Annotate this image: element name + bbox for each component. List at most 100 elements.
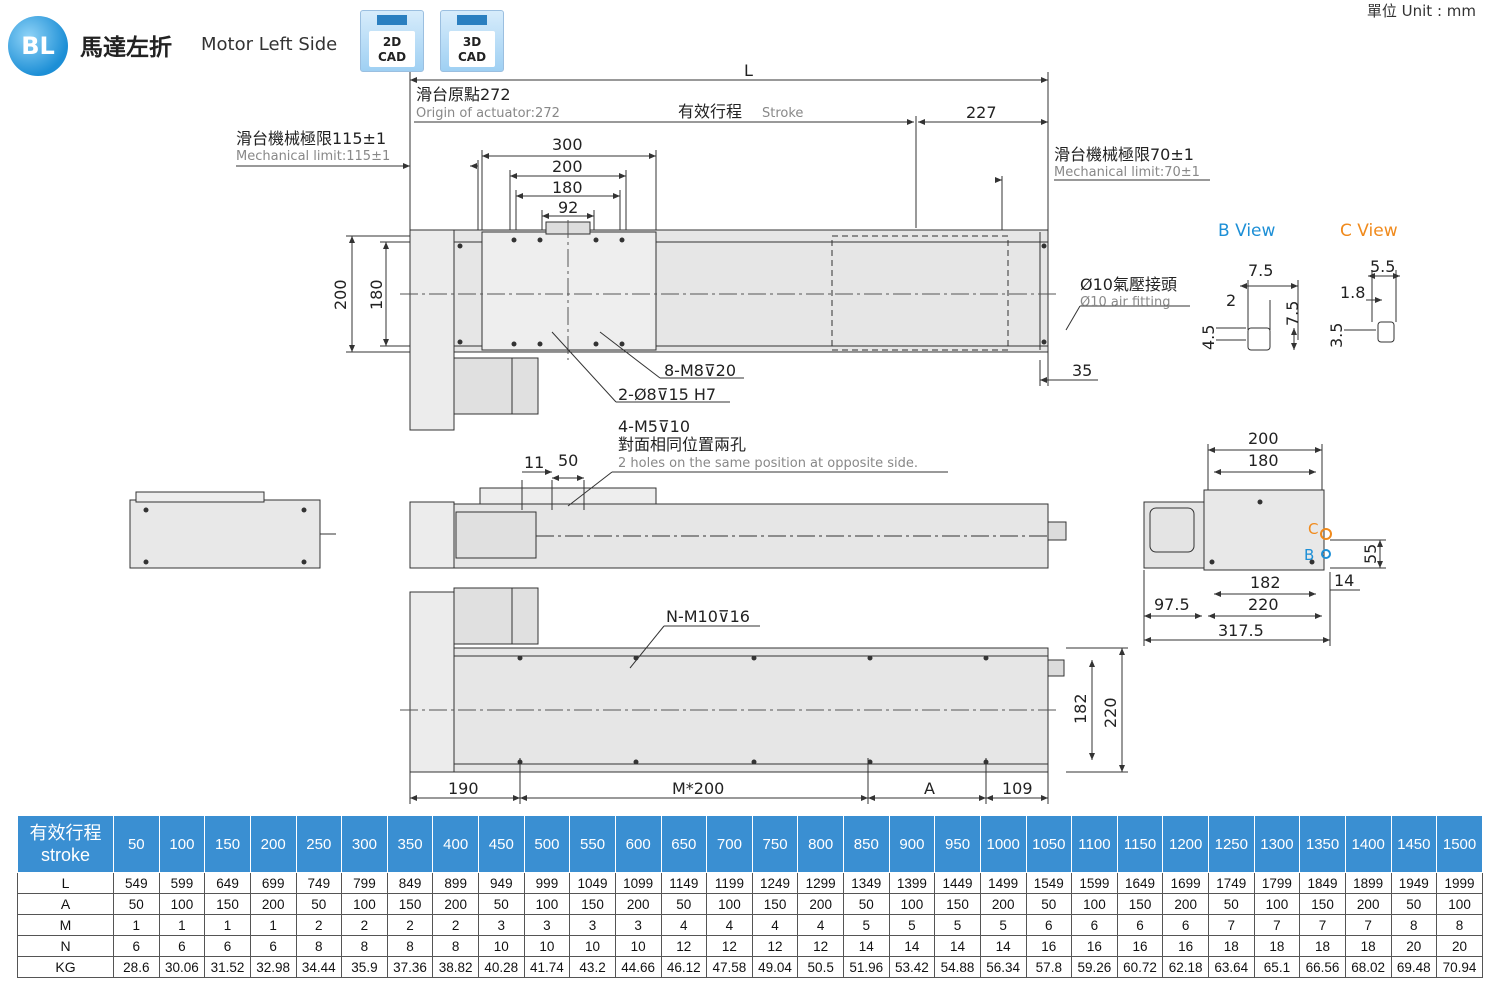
table-cell: 56.34: [979, 956, 1027, 978]
c-view-title: C View: [1340, 221, 1398, 241]
table-cell: 1849: [1299, 872, 1346, 894]
floppy-icon: [377, 15, 407, 25]
dim-h182: 182: [1071, 693, 1090, 724]
table-cell: 10: [569, 935, 616, 957]
table-cell: 14: [888, 935, 936, 957]
table-cell: 6: [1071, 914, 1118, 936]
cad-3d-label-1: 3D: [462, 35, 482, 49]
stroke-col-header: 500: [523, 815, 571, 873]
table-cell: 1: [249, 914, 297, 936]
table-cell: 5: [934, 914, 981, 936]
table-cell: 3: [569, 914, 616, 936]
table-cell: 150: [934, 893, 981, 915]
stroke-col-header: 100: [158, 815, 206, 873]
dim-227: 227: [966, 103, 997, 122]
table-cell: 100: [341, 893, 388, 915]
table-cell: 68.02: [1344, 956, 1392, 978]
table-cell: 18: [1344, 935, 1392, 957]
table-cell: 1649: [1116, 872, 1164, 894]
table-cell: 649: [204, 872, 251, 894]
table-cell: 8: [341, 935, 388, 957]
table-cell: 41.74: [523, 956, 571, 978]
table-cell: 200: [1344, 893, 1392, 915]
table-cell: 599: [158, 872, 206, 894]
table-cell: 5: [843, 914, 890, 936]
table-cell: 200: [249, 893, 297, 915]
mech-right-cn: 滑台機械極限70±1: [1054, 145, 1194, 164]
table-cell: 35.9: [341, 956, 388, 978]
table-cell: 14: [843, 935, 890, 957]
table-cell: 49.04: [751, 956, 799, 978]
table-cell: 8: [1390, 914, 1438, 936]
stroke-col-header: 50: [113, 815, 160, 873]
table-cell: 1599: [1071, 872, 1118, 894]
table-cell: 50: [1390, 893, 1438, 915]
dim-m200: M*200: [672, 779, 724, 798]
dim-109: 109: [1002, 779, 1033, 798]
end-view-right: [1203, 489, 1325, 571]
stroke-col-header: 350: [386, 815, 434, 873]
table-cell: 10: [614, 935, 662, 957]
table-cell: 1049: [569, 872, 616, 894]
stroke-col-header: 1400: [1344, 815, 1392, 873]
table-cell: 32.98: [249, 956, 297, 978]
table-cell: 8: [432, 935, 479, 957]
dim-35: 35: [1072, 361, 1092, 380]
mech-right-en: Mechanical limit:70±1: [1054, 165, 1200, 180]
stroke-col-header: 1100: [1071, 815, 1118, 873]
table-cell: 12: [751, 935, 799, 957]
table-cell: 5: [888, 914, 936, 936]
table-cell: 20: [1436, 935, 1483, 957]
table-cell: 57.8: [1025, 956, 1073, 978]
table-cell: 18: [1208, 935, 1255, 957]
technical-drawing: L 滑台原點272 Origin of actuator:272 有效行程 St…: [129, 61, 1400, 804]
table-cell: 200: [614, 893, 662, 915]
m5-note-cn: 對面相同位置兩孔: [618, 435, 746, 454]
stroke-col-header: 1200: [1162, 815, 1209, 873]
dim-50: 50: [558, 451, 578, 470]
stroke-col-header: 450: [478, 815, 525, 873]
table-cell: 150: [751, 893, 799, 915]
origin-en: Origin of actuator:272: [416, 106, 560, 121]
end-dim-55: 55: [1361, 544, 1380, 564]
b-dim-2: 2: [1226, 291, 1236, 310]
table-cell: 200: [432, 893, 479, 915]
table-cell: 4: [751, 914, 799, 936]
table-cell: 100: [706, 893, 753, 915]
table-cell: 3: [614, 914, 662, 936]
b-dim-75b: 7.5: [1283, 301, 1302, 326]
end-dim-182: 182: [1250, 573, 1281, 592]
table-cell: 59.26: [1071, 956, 1118, 978]
table-cell: 1799: [1253, 872, 1301, 894]
dim-11: 11: [524, 453, 544, 472]
thread-m8: 8-M8⊽20: [664, 361, 736, 380]
dim-300: 300: [552, 135, 583, 154]
stroke-col-header: 800: [797, 815, 844, 873]
table-cell: 50: [478, 893, 525, 915]
table-cell: 1: [204, 914, 251, 936]
table-cell: 60.72: [1116, 956, 1164, 978]
table-cell: 7: [1253, 914, 1301, 936]
dim-h180: 180: [367, 279, 386, 310]
table-cell: 16: [1071, 935, 1118, 957]
table-cell: 2: [341, 914, 388, 936]
table-cell: 7: [1208, 914, 1255, 936]
table-cell: 4: [706, 914, 753, 936]
label-c: C: [1308, 520, 1318, 538]
table-cell: 20: [1390, 935, 1438, 957]
table-cell: 12: [706, 935, 753, 957]
stroke-col-header: 1450: [1390, 815, 1438, 873]
dim-200: 200: [552, 157, 583, 176]
table-cell: 12: [660, 935, 708, 957]
table-cell: 799: [341, 872, 388, 894]
stroke-col-header: 1300: [1253, 815, 1301, 873]
m5-note-en: 2 holes on the same position at opposite…: [618, 456, 918, 471]
stroke-col-header: 950: [934, 815, 981, 873]
dim-h220: 220: [1101, 697, 1120, 728]
table-cell: 1349: [843, 872, 890, 894]
hole-8: 2-Ø8⊽15 H7: [618, 385, 716, 404]
table-cell: 34.44: [295, 956, 343, 978]
